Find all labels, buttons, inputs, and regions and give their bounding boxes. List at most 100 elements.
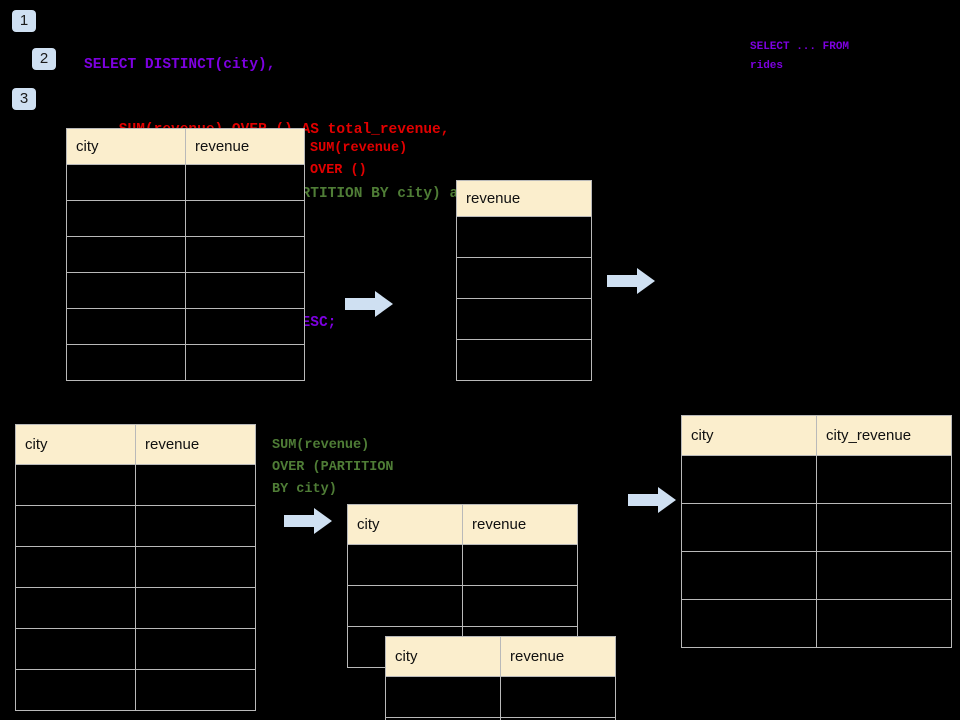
column-header-revenue: revenue xyxy=(500,636,616,677)
table-row xyxy=(66,308,305,345)
city-revenue-result-table: city city_revenue xyxy=(681,415,952,648)
arrow-total-revenue-to-result-icon xyxy=(607,268,655,294)
cell xyxy=(66,272,186,309)
table-row xyxy=(347,544,578,586)
table-header-row: revenue xyxy=(456,180,592,217)
table-row xyxy=(456,216,592,258)
step-badge-2: 2 xyxy=(32,48,56,70)
annotation-city-revenue: SUM(revenue) OVER (PARTITION BY city) xyxy=(272,438,394,497)
step-badge-3: 3 xyxy=(12,88,36,110)
step-badge-1: 1 xyxy=(12,10,36,32)
table-row xyxy=(456,339,592,381)
cell xyxy=(185,308,305,345)
table-header-row: city revenue xyxy=(15,424,256,465)
rides-source-table-bottom: city revenue xyxy=(15,424,256,711)
table-row xyxy=(681,551,952,600)
table-row xyxy=(66,344,305,381)
arrow-rides-to-total-revenue-icon xyxy=(345,291,393,317)
arrow-partition-to-result-icon xyxy=(628,487,676,513)
table-row xyxy=(15,505,256,547)
table-row xyxy=(681,599,952,648)
table-row xyxy=(15,587,256,629)
cell xyxy=(66,236,186,273)
cell xyxy=(66,200,186,237)
rides-source-table-top: city revenue xyxy=(66,128,305,381)
cell xyxy=(185,344,305,381)
partition-group-table-front: city revenue xyxy=(385,636,616,720)
column-header-city: city xyxy=(66,128,186,165)
table-row xyxy=(385,676,616,718)
table-row xyxy=(681,455,952,504)
cell xyxy=(66,308,186,345)
column-header-city: city xyxy=(15,424,136,465)
cell xyxy=(185,272,305,309)
cell xyxy=(185,200,305,237)
cell xyxy=(500,717,616,720)
table-row xyxy=(66,236,305,273)
column-header-city: city xyxy=(681,415,817,456)
cell xyxy=(15,546,136,588)
cell xyxy=(462,544,578,586)
cell xyxy=(135,464,256,506)
table-row xyxy=(15,464,256,506)
cell xyxy=(135,628,256,670)
cell xyxy=(500,676,616,718)
cell xyxy=(15,669,136,711)
table-row xyxy=(15,546,256,588)
table-row xyxy=(66,272,305,309)
cell xyxy=(816,551,952,600)
column-header-city-revenue: city_revenue xyxy=(816,415,952,456)
table-header-row: city revenue xyxy=(66,128,305,165)
cell xyxy=(816,599,952,648)
cell xyxy=(462,585,578,627)
table-row xyxy=(15,669,256,711)
cell xyxy=(456,257,592,299)
table-row xyxy=(681,503,952,552)
table-header-row: city revenue xyxy=(385,636,616,677)
cell xyxy=(66,164,186,201)
cell xyxy=(347,585,463,627)
column-header-revenue: revenue xyxy=(462,504,578,545)
cell xyxy=(15,628,136,670)
cell xyxy=(15,587,136,629)
column-header-revenue: revenue xyxy=(135,424,256,465)
column-header-revenue: revenue xyxy=(185,128,305,165)
annotation-total-revenue: SUM(revenue) OVER () xyxy=(310,141,408,178)
cell xyxy=(456,339,592,381)
cell xyxy=(681,551,817,600)
cell xyxy=(681,455,817,504)
cell xyxy=(816,503,952,552)
table-row xyxy=(385,717,616,720)
table-header-row: city city_revenue xyxy=(681,415,952,456)
sql-side-note: SELECT ... FROM rides xyxy=(750,41,850,72)
cell xyxy=(135,505,256,547)
table-row xyxy=(15,628,256,670)
arrow-rides-to-partition-icon xyxy=(284,508,332,534)
table-row xyxy=(456,257,592,299)
column-header-city: city xyxy=(347,504,463,545)
cell xyxy=(456,298,592,340)
cell xyxy=(185,164,305,201)
cell xyxy=(135,669,256,711)
cell xyxy=(135,546,256,588)
cell xyxy=(15,505,136,547)
column-header-revenue: revenue xyxy=(456,180,592,217)
cell xyxy=(456,216,592,258)
sql-line-select: SELECT DISTINCT(city), xyxy=(84,57,276,73)
table-row xyxy=(347,585,578,627)
table-row xyxy=(66,200,305,237)
cell xyxy=(681,599,817,648)
cell xyxy=(66,344,186,381)
table-row xyxy=(456,298,592,340)
table-row xyxy=(66,164,305,201)
cell xyxy=(681,503,817,552)
cell xyxy=(816,455,952,504)
cell xyxy=(15,464,136,506)
cell xyxy=(385,676,501,718)
cell xyxy=(135,587,256,629)
column-header-city: city xyxy=(385,636,501,677)
cell xyxy=(347,544,463,586)
total-revenue-table: revenue xyxy=(456,180,592,381)
cell xyxy=(185,236,305,273)
